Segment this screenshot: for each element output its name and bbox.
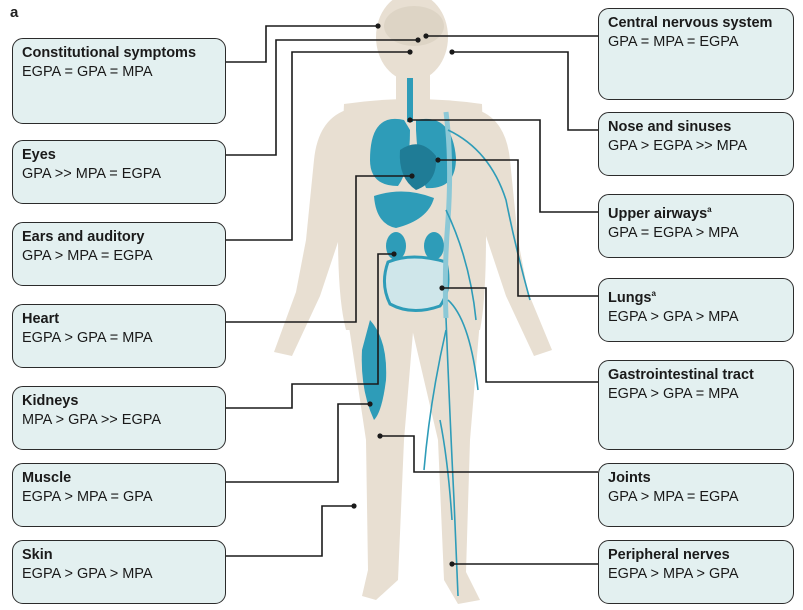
box-title: Nose and sinuses bbox=[608, 118, 784, 137]
right-arm bbox=[478, 110, 552, 356]
leader-skin bbox=[226, 506, 354, 556]
box-title: Gastrointestinal tract bbox=[608, 366, 784, 385]
dot-muscle bbox=[367, 401, 372, 406]
box-ranking: GPA = MPA = EGPA bbox=[608, 33, 784, 52]
box-kidneys: Kidneys MPA > GPA >> EGPA bbox=[12, 386, 226, 450]
dot-nose bbox=[449, 49, 454, 54]
box-skin: Skin EGPA > GPA > MPA bbox=[12, 540, 226, 604]
box-peripheral-nerves: Peripheral nerves EGPA > MPA > GPA bbox=[598, 540, 794, 604]
right-kidney bbox=[424, 232, 444, 260]
left-kidney bbox=[386, 232, 406, 260]
box-ranking: GPA > EGPA >> MPA bbox=[608, 137, 784, 156]
dot-peripheral-nerves bbox=[449, 561, 454, 566]
box-ranking: MPA > GPA >> EGPA bbox=[22, 411, 216, 430]
dot-heart bbox=[409, 173, 414, 178]
left-arm bbox=[274, 110, 346, 356]
box-title: Eyes bbox=[22, 146, 216, 165]
dot-ears bbox=[407, 49, 412, 54]
box-title: Lungsa bbox=[608, 284, 784, 308]
footnote-mark: a bbox=[707, 205, 711, 214]
right-leg bbox=[410, 320, 480, 604]
box-ears-and-auditory: Ears and auditory GPA > MPA = EGPA bbox=[12, 222, 226, 286]
dot-skin bbox=[351, 503, 356, 508]
box-title: Ears and auditory bbox=[22, 228, 216, 247]
box-ranking: EGPA > GPA = MPA bbox=[608, 385, 784, 404]
box-eyes: Eyes GPA >> MPA = EGPA bbox=[12, 140, 226, 204]
box-heart: Heart EGPA > GPA = MPA bbox=[12, 304, 226, 368]
box-nose-and-sinuses: Nose and sinuses GPA > EGPA >> MPA bbox=[598, 112, 794, 176]
box-upper-airways: Upper airwaysa GPA = EGPA > MPA bbox=[598, 194, 794, 258]
box-joints: Joints GPA > MPA = EGPA bbox=[598, 463, 794, 527]
leader-joints bbox=[380, 436, 598, 472]
box-ranking: GPA = EGPA > MPA bbox=[608, 224, 784, 243]
box-ranking: EGPA > MPA = GPA bbox=[22, 488, 216, 507]
dot-eyes bbox=[415, 37, 420, 42]
box-title: Kidneys bbox=[22, 392, 216, 411]
dot-lungs bbox=[435, 157, 440, 162]
box-title: Heart bbox=[22, 310, 216, 329]
box-ranking: GPA > MPA = EGPA bbox=[608, 488, 784, 507]
box-constitutional-symptoms: Constitutional symptoms EGPA = GPA = MPA bbox=[12, 38, 226, 124]
box-ranking: EGPA > GPA = MPA bbox=[22, 329, 216, 348]
box-ranking: EGPA > GPA > MPA bbox=[608, 308, 784, 327]
box-ranking: EGPA > MPA > GPA bbox=[608, 565, 784, 584]
dot-gi bbox=[439, 285, 444, 290]
box-title: Central nervous system bbox=[608, 14, 784, 33]
leader-muscle bbox=[226, 404, 370, 482]
dot-constitutional bbox=[375, 23, 380, 28]
leader-constitutional bbox=[226, 26, 378, 62]
box-muscle: Muscle EGPA > MPA = GPA bbox=[12, 463, 226, 527]
box-ranking: GPA > MPA = EGPA bbox=[22, 247, 216, 266]
panel-label: a bbox=[10, 4, 18, 21]
box-title: Peripheral nerves bbox=[608, 546, 784, 565]
box-ranking: EGPA = GPA = MPA bbox=[22, 63, 216, 82]
box-title: Upper airwaysa bbox=[608, 200, 784, 224]
dot-joints bbox=[377, 433, 382, 438]
box-lungs: Lungsa EGPA > GPA > MPA bbox=[598, 278, 794, 342]
dot-upper-airways bbox=[407, 117, 412, 122]
box-gastrointestinal-tract: Gastrointestinal tract EGPA > GPA = MPA bbox=[598, 360, 794, 450]
box-title: Joints bbox=[608, 469, 784, 488]
box-ranking: EGPA > GPA > MPA bbox=[22, 565, 216, 584]
box-central-nervous-system: Central nervous system GPA = MPA = EGPA bbox=[598, 8, 794, 100]
dot-kidneys bbox=[391, 251, 396, 256]
box-title: Constitutional symptoms bbox=[22, 44, 216, 63]
dot-cns bbox=[423, 33, 428, 38]
box-ranking: GPA >> MPA = EGPA bbox=[22, 165, 216, 184]
footnote-mark: a bbox=[652, 289, 656, 298]
box-title: Skin bbox=[22, 546, 216, 565]
intestines bbox=[384, 257, 448, 311]
box-title: Muscle bbox=[22, 469, 216, 488]
